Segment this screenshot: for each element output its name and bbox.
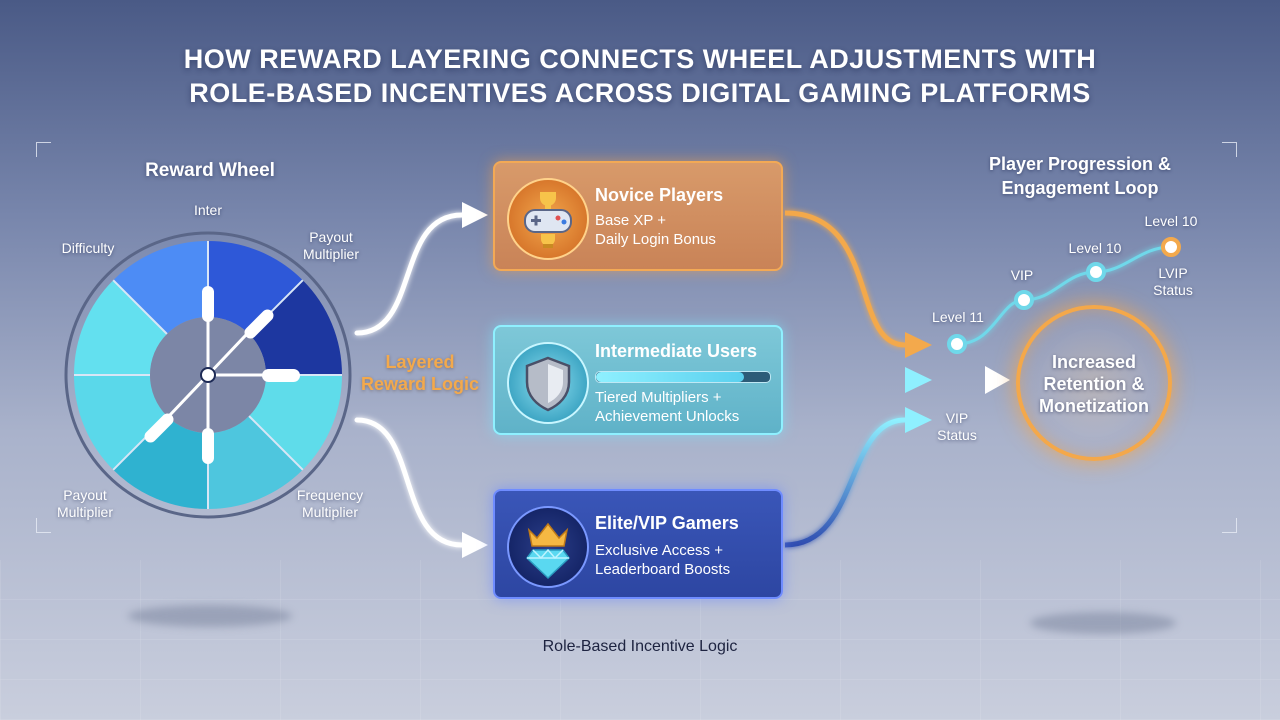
- outcome-retention-circle: Increased Retention & Monetization: [1016, 305, 1172, 461]
- card-novice-desc: Base XP + Daily Login Bonus: [595, 212, 716, 248]
- arrowhead-novice: [462, 202, 488, 228]
- arrowhead-elite-out: [905, 407, 932, 433]
- card-elite-vip[interactable]: Elite/VIP Gamers Exclusive Access + Lead…: [493, 489, 783, 599]
- card-intermediate-title: Intermediate Users: [595, 341, 758, 361]
- arrowhead-novice-out: [905, 332, 932, 358]
- wheel-segment-right: [249, 375, 343, 470]
- wheel-segment-top-left: [113, 240, 208, 334]
- wheel-handle-right[interactable]: [262, 369, 300, 382]
- connector-novice-out: [784, 210, 906, 348]
- card-elite-title: Elite/VIP Gamers: [595, 513, 739, 533]
- progression-node-4-label: Level 10: [1144, 213, 1198, 229]
- progression-title: Player Progression & Engagement Loop: [988, 154, 1172, 198]
- connector-to-novice: [354, 212, 465, 336]
- wheel-segment-top-right: [249, 280, 343, 375]
- wheel-handle-bottom-left[interactable]: [142, 411, 176, 445]
- connector-to-elite: [354, 417, 465, 548]
- frame-corner-tl: [36, 142, 51, 157]
- crown-diamond-icon: [507, 506, 589, 588]
- wheel-label-bottom-left: Payout Multiplier: [56, 487, 113, 520]
- wheel-segment-top: [208, 240, 303, 334]
- wheel-center-dot: [200, 367, 216, 383]
- reward-wheel[interactable]: [64, 231, 352, 519]
- wheel-handles[interactable]: [142, 286, 300, 464]
- progression-node-4-sublabel: LVIP Status: [1153, 265, 1193, 298]
- shield-icon: [507, 342, 589, 424]
- wheel-handle-top[interactable]: [202, 286, 214, 322]
- connector-elite-out: [784, 417, 906, 548]
- card-elite-desc: Exclusive Access + Leaderboard Boosts: [595, 542, 731, 578]
- wheel-segment-left: [73, 280, 167, 375]
- frame-corner-br: [1222, 518, 1237, 533]
- progression-node-2-label: VIP: [1010, 267, 1034, 283]
- title-line-2: ROLE-BASED INCENTIVES ACROSS DIGITAL GAM…: [189, 78, 1091, 108]
- frame-corner-bl: [36, 518, 51, 533]
- card-intermediate-users[interactable]: Intermediate Users Tiered Multipliers + …: [493, 325, 783, 435]
- arrowhead-elite: [462, 532, 488, 558]
- card-novice-title: Novice Players: [595, 185, 724, 205]
- wheel-label-bottom-right: Frequency Multiplier: [296, 487, 364, 520]
- frame-corner-tr: [1222, 142, 1237, 157]
- gamepad-trophy-icon: [507, 178, 589, 260]
- progression-node-1[interactable]: [947, 334, 967, 354]
- outcome-shadow: [1030, 612, 1176, 634]
- wheel-segment-bottom-left: [73, 375, 167, 470]
- progression-node-4[interactable]: [1161, 237, 1181, 257]
- card-intermediate-desc: Tiered Multipliers + Achievement Unlocks: [595, 389, 740, 425]
- wheel-segment-bottom: [113, 416, 208, 510]
- progression-node-3-label: Level 10: [1068, 240, 1122, 256]
- wheel-outer-ring: [64, 231, 352, 519]
- progression-path: [956, 245, 1172, 346]
- wheel-connectors: [354, 212, 465, 548]
- outcome-retention-text: Increased Retention & Monetization: [1039, 352, 1149, 416]
- wheel-label-top-left: Difficulty: [61, 240, 115, 256]
- page-title: HOW REWARD LAYERING CONNECTS WHEEL ADJUS…: [0, 42, 1280, 110]
- card-novice-players[interactable]: Novice Players Base XP + Daily Login Bon…: [493, 161, 783, 271]
- arrowhead-intermediate-out: [905, 367, 932, 393]
- arrowhead-to-outcome: [985, 366, 1010, 394]
- wheel-segment-bottom-right: [208, 416, 303, 510]
- wheel-handle-top-right[interactable]: [242, 307, 276, 341]
- vip-status-label: VIP Status: [937, 410, 977, 443]
- progression-node-1-label: Level 11: [932, 309, 984, 325]
- wheel-shadow: [128, 605, 292, 627]
- wheel-label-top: Inter: [193, 202, 222, 218]
- wheel-label-top-right: Payout Multiplier: [302, 229, 359, 262]
- footer-caption: Role-Based Incentive Logic: [542, 638, 738, 655]
- layered-reward-logic-label: Layered Reward Logic: [360, 352, 480, 394]
- wheel-title: Reward Wheel: [145, 160, 275, 181]
- title-line-1: HOW REWARD LAYERING CONNECTS WHEEL ADJUS…: [183, 44, 1097, 74]
- intermediate-progress-fill: [596, 372, 744, 382]
- wheel-handle-bottom[interactable]: [202, 428, 214, 464]
- progression-node-2[interactable]: [1014, 290, 1034, 310]
- intermediate-progress-bar: [595, 371, 771, 383]
- progression-node-3[interactable]: [1086, 262, 1106, 282]
